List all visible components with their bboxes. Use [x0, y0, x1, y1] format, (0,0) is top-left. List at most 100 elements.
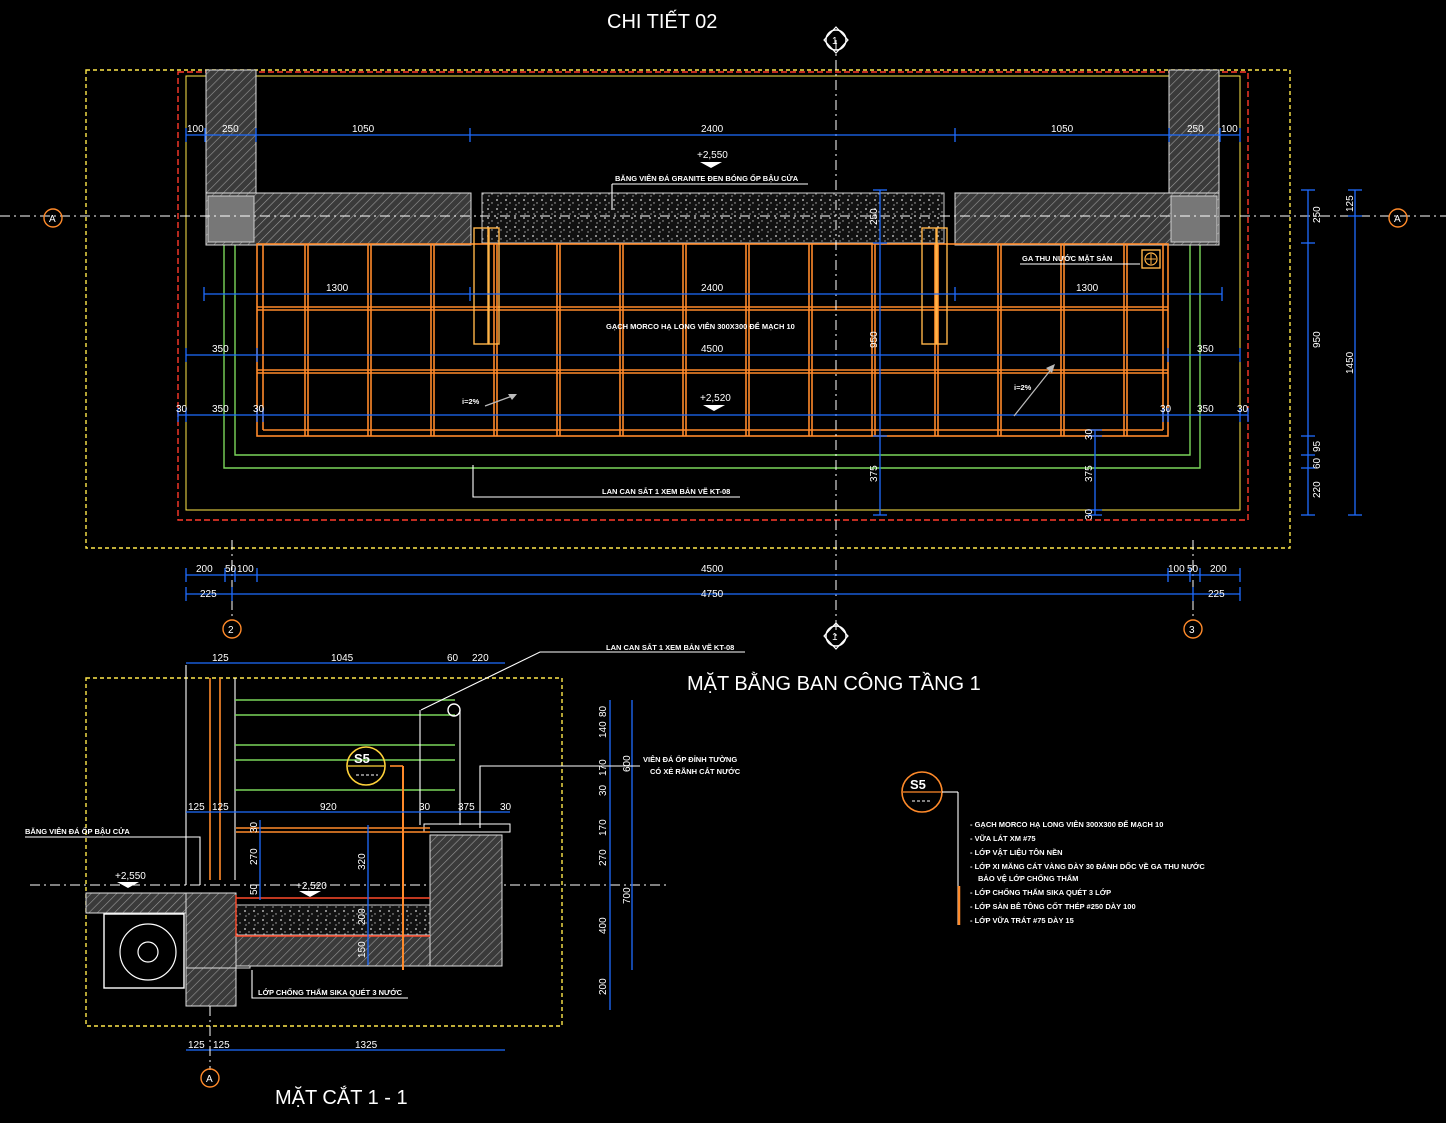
section-note-waterproof: LỚP CHỐNG THẤM SIKA QUÉT 3 NƯỚC — [258, 987, 403, 997]
section-level-left: +2,550 — [115, 871, 146, 888]
dim: 50 — [249, 883, 260, 895]
slab-balcony — [235, 935, 431, 967]
dim: 125 — [212, 802, 229, 813]
dim: 30 — [249, 821, 260, 833]
dim: 125 — [188, 802, 205, 813]
dim: 920 — [320, 802, 337, 813]
rail-line-inner — [234, 244, 1191, 456]
axis-bubble-3: 3 — [1183, 619, 1203, 639]
dim: 1325 — [355, 1040, 378, 1051]
dim: 150 — [357, 941, 368, 958]
dim: 100 — [187, 124, 204, 135]
dim: 375 — [869, 465, 880, 482]
dim: 375 — [458, 802, 475, 813]
svg-text:+2,520: +2,520 — [700, 393, 731, 404]
dim: 1050 — [352, 124, 375, 135]
dim: 270 — [249, 848, 260, 865]
plan-view: 100 250 1050 2400 1050 250 100 1300 2400… — [0, 26, 1446, 650]
section-note-stone2: CÓ XẺ RÃNH CẮT NƯỚC — [650, 767, 741, 776]
dim: 50 — [225, 564, 237, 575]
dim: 30 — [1084, 508, 1095, 520]
dim: 200 — [196, 564, 213, 575]
dim: 30 — [253, 404, 265, 415]
dim: 1450 — [1345, 351, 1356, 374]
dim: 30 — [1084, 428, 1095, 440]
svg-text:A: A — [1394, 214, 1401, 225]
tile-grid — [256, 243, 1169, 437]
axis-bubble-1-top: 1 — [823, 26, 849, 54]
door-frame-left — [473, 227, 489, 345]
railing — [235, 699, 511, 833]
dim: 250 — [222, 124, 239, 135]
dim: 950 — [1312, 331, 1323, 348]
svg-text:A: A — [206, 1074, 213, 1085]
legend-item: - LỚP XI MĂNG CÁT VÀNG DÀY 30 ĐÁNH DỐC V… — [970, 861, 1205, 871]
dim: 250 — [1312, 206, 1323, 223]
dim: 350 — [1197, 404, 1214, 415]
dim: 220 — [472, 653, 489, 664]
note-railing: LAN CAN SẮT 1 XEM BẢN VẼ KT-08 — [602, 487, 730, 496]
parapet — [429, 834, 503, 967]
legend-s5: S5 - GẠCH MORCO HẠ LONG VIÊN 300X300 ĐỂ … — [901, 771, 1205, 925]
dim: 4750 — [701, 589, 724, 600]
dim: 4500 — [701, 564, 724, 575]
section-title: MẶT CẮT 1 - 1 — [275, 1085, 408, 1109]
section-dimension-lines — [186, 662, 633, 1051]
dim: 80 — [598, 705, 609, 717]
axis-bubble-a-section: A — [200, 1006, 220, 1088]
column-left — [207, 195, 255, 243]
svg-text:A: A — [49, 214, 56, 225]
dim: 2400 — [701, 124, 724, 135]
dim: 400 — [598, 917, 609, 934]
dim: 225 — [1208, 589, 1225, 600]
axis-bubble-2: 2 — [222, 619, 242, 639]
svg-text:+2,550: +2,550 — [115, 871, 146, 882]
dim: 100 — [1168, 564, 1185, 575]
svg-text:+2,550: +2,550 — [697, 150, 728, 161]
dim: 30 — [176, 404, 188, 415]
dim: 125 — [1345, 195, 1356, 212]
section-level-mid: +2,520 — [296, 881, 327, 897]
svg-text:S5: S5 — [354, 751, 370, 766]
dim: 170 — [598, 819, 609, 836]
door-frame-right — [921, 227, 937, 345]
note-drain: GA THU NƯỚC MẶT SÀN — [1022, 254, 1112, 263]
plan-dimension-lines — [177, 128, 1362, 601]
floor-drain-icon — [1141, 249, 1161, 269]
dim: 225 — [200, 589, 217, 600]
dim: 1050 — [1051, 124, 1074, 135]
dim: 350 — [212, 344, 229, 355]
plan-slab-edge — [185, 75, 1241, 511]
slope-right: i=2% — [1014, 383, 1032, 392]
legend-item: - VỮA LÁT XM #75 — [970, 834, 1036, 843]
dim: 220 — [1312, 481, 1323, 498]
dim: 200 — [357, 908, 368, 925]
section-note-rail: LAN CAN SẮT 1 XEM BẢN VẼ KT-08 — [606, 643, 734, 652]
legend-item: - GẠCH MORCO HẠ LONG VIÊN 300X300 ĐỂ MẠC… — [970, 820, 1163, 829]
column-right — [1170, 195, 1218, 243]
level-marker-top: +2,550 — [697, 150, 728, 168]
dim: 140 — [598, 721, 609, 738]
section-note-sill: BĂNG VIÊN ĐÁ ỐP BẬU CỬA — [25, 826, 130, 836]
dim: 60 — [1312, 457, 1323, 469]
axis-bubble-a-left: A — [43, 208, 63, 228]
dim: 4500 — [701, 344, 724, 355]
svg-text:+2,520: +2,520 — [296, 881, 327, 892]
ac-unit-icon — [103, 913, 185, 989]
note-granite: BĂNG VIÊN ĐÁ GRANITE ĐEN BÓNG ỐP BẬU CỬA — [615, 173, 799, 183]
dim: 170 — [598, 759, 609, 776]
level-marker-mid: +2,520 — [700, 393, 731, 411]
plan-title: MẶT BẰNG BAN CÔNG TẦNG 1 — [687, 671, 981, 695]
dim: 95 — [1312, 440, 1323, 452]
note-tile: GẠCH MORCO HẠ LONG VIÊN 300X300 ĐỂ MẠCH … — [606, 322, 795, 331]
dim: 320 — [357, 853, 368, 870]
svg-text:1: 1 — [832, 36, 838, 47]
dim: 250 — [1187, 124, 1204, 135]
dim: 30 — [419, 802, 431, 813]
dim: 30 — [598, 784, 609, 796]
dim: 125 — [212, 653, 229, 664]
dim: 270 — [598, 849, 609, 866]
svg-text:S5: S5 — [910, 777, 926, 792]
dim: 100 — [1221, 124, 1238, 135]
